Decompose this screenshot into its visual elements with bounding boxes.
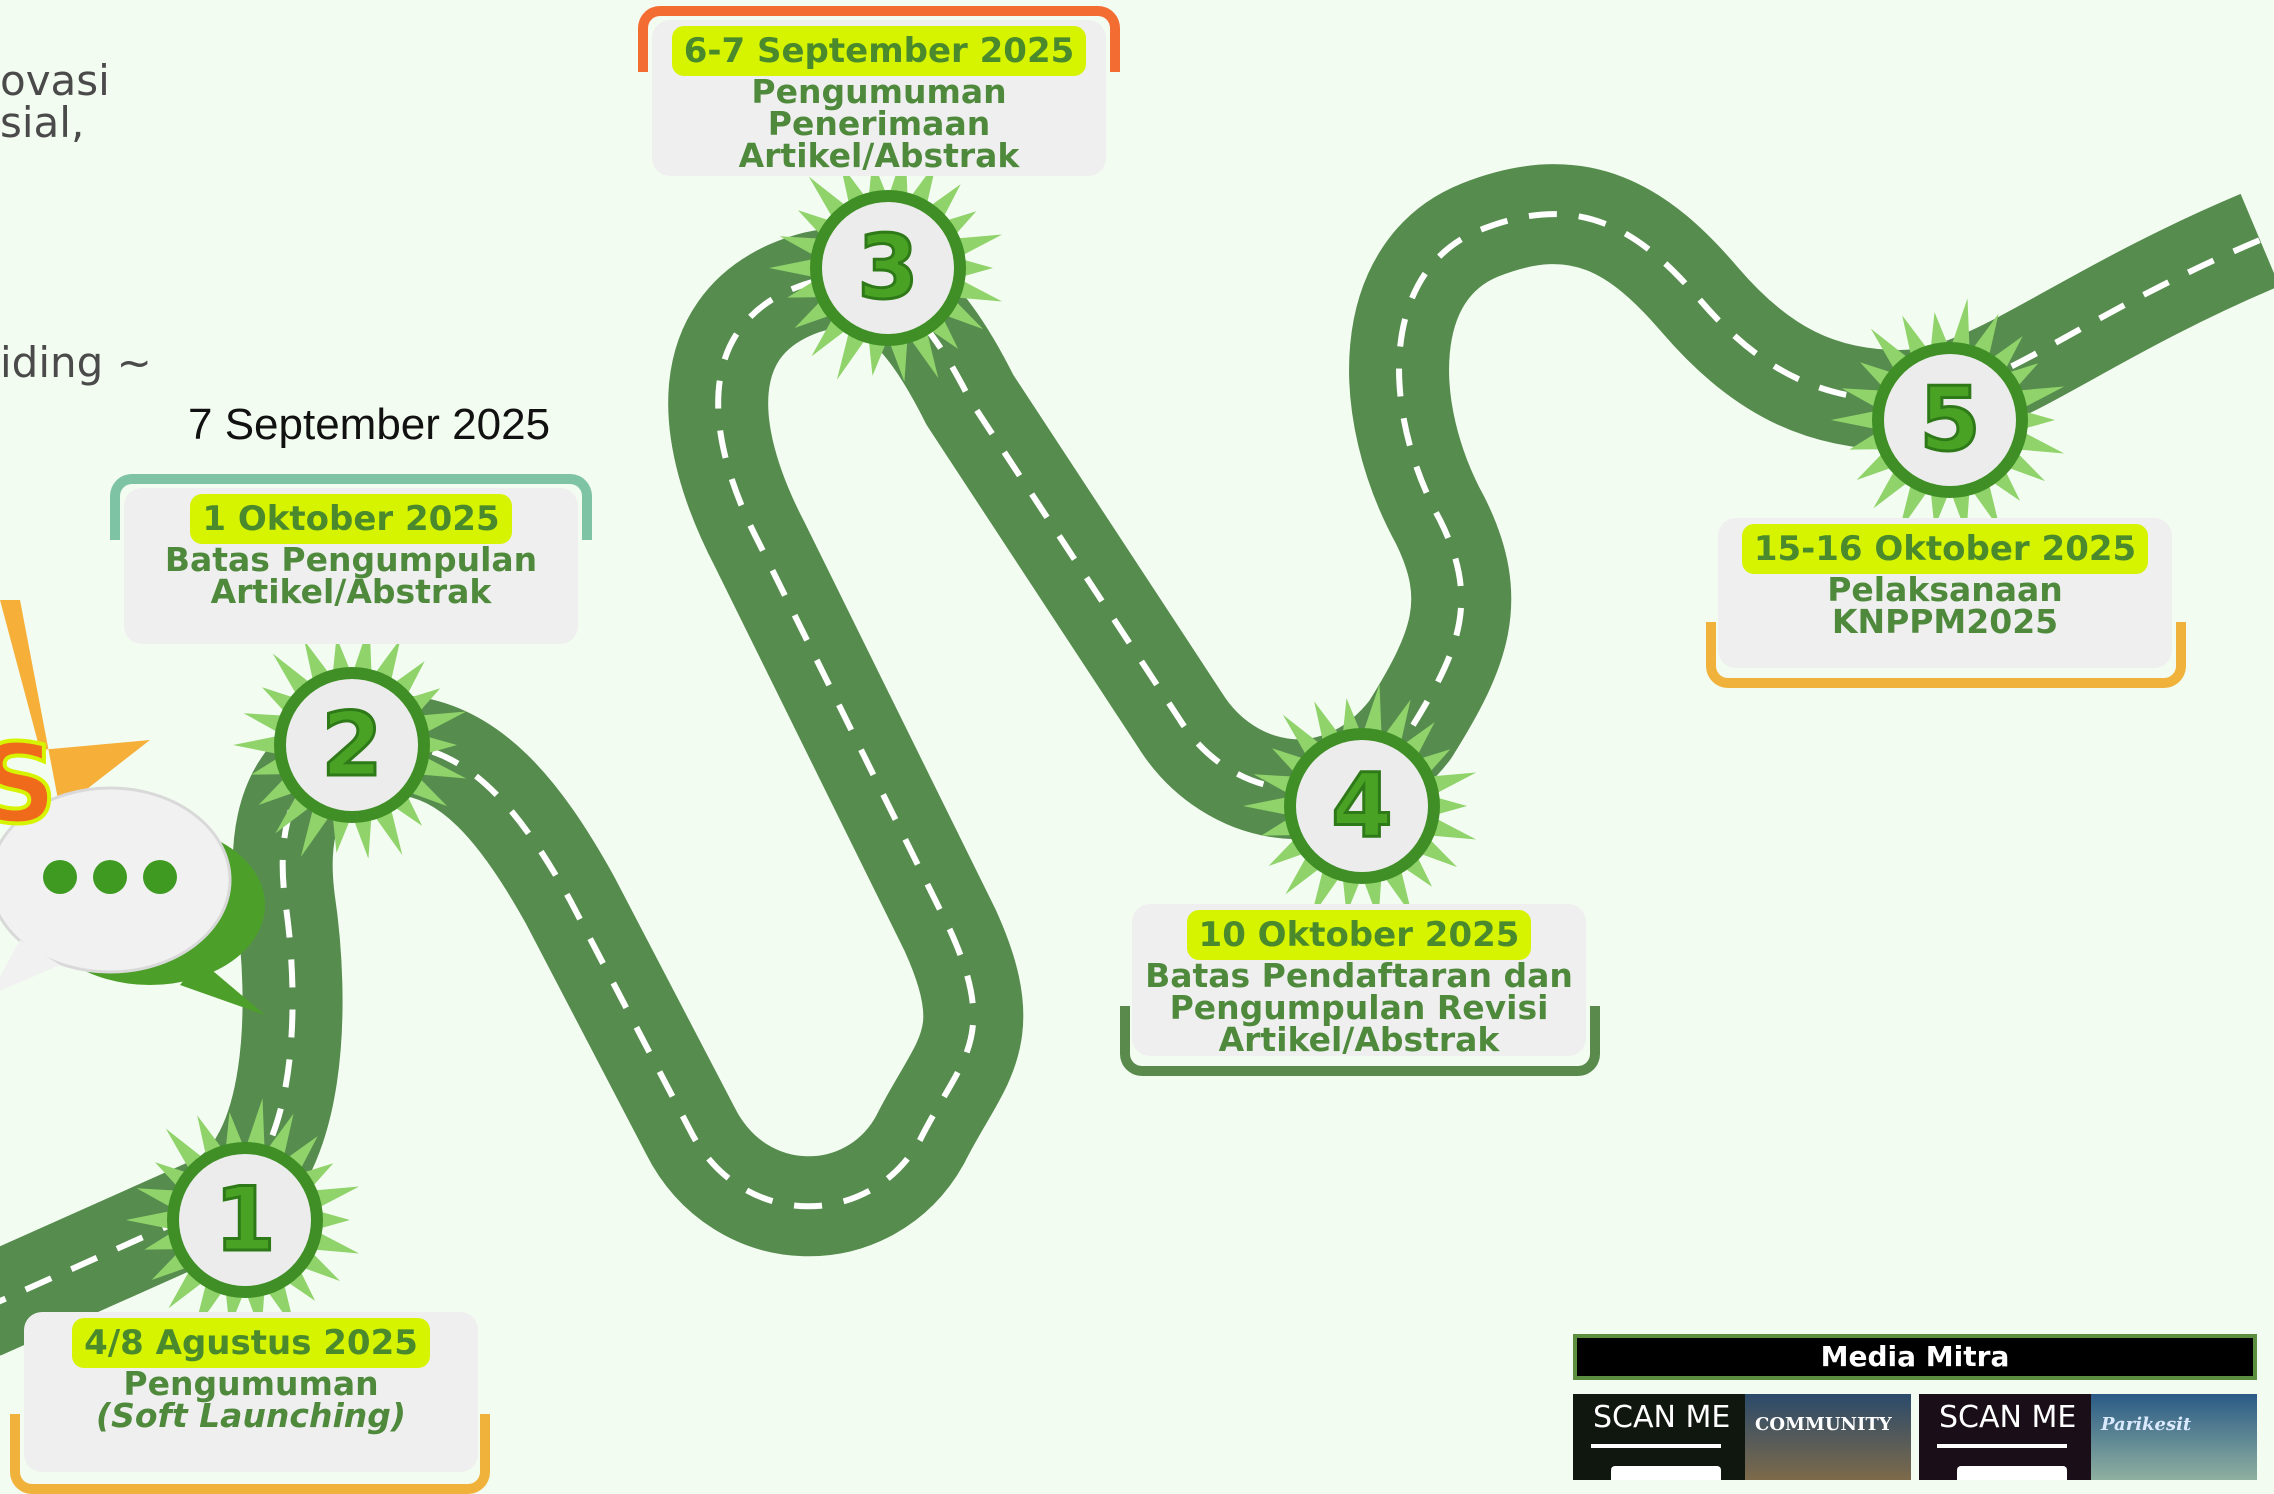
milestone-4-date: 10 Oktober 2025 [1186,910,1532,960]
scan-me-label: SCAN ME [1593,1400,1731,1435]
media-partner-tile-2[interactable]: SCAN ME Parikesit [1919,1394,2257,1480]
intro-text-line-1: ovasi [0,56,110,105]
media-partners: Media Mitra SCAN ME COMMUNITY SCAN ME Pa… [1573,1334,2257,1480]
scan-me-label: SCAN ME [1939,1400,2077,1435]
journal-cover-title: COMMUNITY [1755,1414,1892,1435]
milestone-5-subtitle: KNPPM2025 [1831,602,2059,641]
media-partners-title: Media Mitra [1573,1334,2257,1380]
extra-date-label: 7 September 2025 [188,400,551,449]
milestone-1-marker: 1 [126,1098,360,1334]
milestone-4-marker: 4 [1243,684,1477,920]
media-partner-tile-1[interactable]: SCAN ME COMMUNITY [1573,1394,1911,1480]
marker-face [1296,740,1428,872]
milestone-5-marker: 5 [1831,298,2065,534]
milestone-1-subtitle: (Soft Launching) [96,1396,406,1435]
milestone-2-title: Batas Pengumpulan [164,540,538,579]
milestone-4-subtitle: Pengumpulan Revisi [1169,988,1549,1027]
milestone-5-frame [1706,622,2186,688]
marker-number: 5 [1919,368,1980,471]
milestone-4-subtitle-2: Artikel/Abstrak [1218,1020,1500,1059]
chat-bubbles-illustration [0,600,265,1015]
milestone-5-title: Pelaksanaan [1827,570,2063,609]
milestone-2-subtitle: Artikel/Abstrak [210,572,492,611]
milestone-1-card: 4/8 Agustus 2025 Pengumuman (Soft Launch… [24,1312,478,1472]
marker-face [822,202,954,334]
journal-cover-image: Parikesit [2091,1394,2257,1480]
marker-number: 3 [857,216,918,319]
milestone-4-card: 10 Oktober 2025 Batas Pendaftaran dan Pe… [1132,904,1586,1056]
marker-number: 1 [214,1168,275,1271]
milestone-1-date: 4/8 Agustus 2025 [72,1318,430,1368]
milestone-3-card: 6-7 September 2025 Pengumuman Penerimaan… [652,20,1106,176]
marker-face [179,1154,311,1286]
scan-underline [1937,1444,2067,1448]
intro-text-line-2: sial, [0,98,85,147]
qr-code [1611,1466,1721,1480]
marker-number: 4 [1331,754,1392,857]
milestone-2-marker: 2 [233,623,467,859]
milestone-3-frame [638,6,1120,72]
milestone-3-date: 6-7 September 2025 [671,26,1087,76]
milestone-3-subtitle: Artikel/Abstrak [738,136,1020,175]
milestone-2-card: 1 Oktober 2025 Batas Pengumpulan Artikel… [124,488,578,644]
scan-underline [1591,1444,1721,1448]
milestone-5-date: 15-16 Oktober 2025 [1741,524,2149,574]
milestone-1-title: Pengumuman [123,1364,379,1403]
qr-code [1957,1466,2067,1480]
milestone-2-frame [110,474,592,540]
marker-number: 2 [321,693,382,796]
milestone-4-frame [1120,1006,1600,1076]
milestone-5-card: 15-16 Oktober 2025 Pelaksanaan KNPPM2025 [1718,518,2172,668]
milestone-2-date: 1 Oktober 2025 [190,494,512,544]
milestone-4-title: Batas Pendaftaran dan [1145,956,1573,995]
milestone-3-title: Pengumuman Penerimaan [751,72,1007,143]
journal-cover-image: COMMUNITY [1745,1394,1911,1480]
logo-fragment-letter: S [0,718,59,850]
milestone-3-marker: 3 [769,146,1003,382]
marker-face [286,679,418,811]
journal-cover-title: Parikesit [2101,1414,2192,1435]
intro-text-line-3: iding ~ [0,338,152,387]
marker-face [1884,354,2016,486]
